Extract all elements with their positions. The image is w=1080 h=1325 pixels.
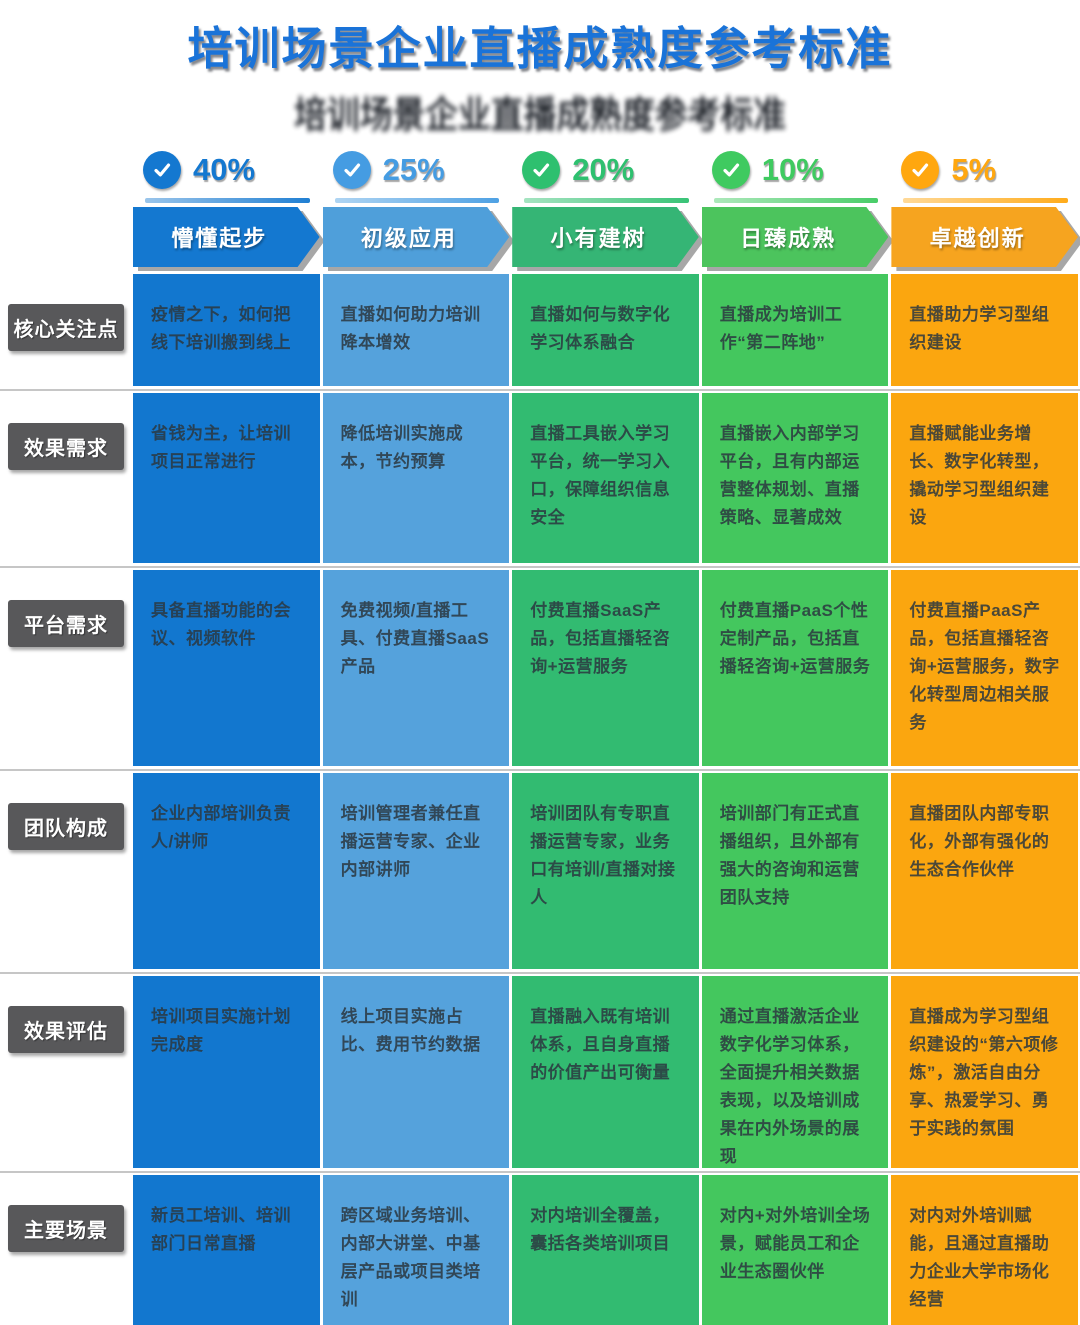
row-label: 平台需求 [8,600,124,647]
stage-header-4: 日臻成熟 [702,207,889,267]
matrix-cell: 对内+对外培训全场景，赋能员工和企业生态圈伙伴 [701,1175,889,1325]
matrix-cell: 新员工培训、培训部门日常直播 [133,1175,320,1325]
matrix-row-effect-needs: 效果需求 省钱为主，让培训项目正常进行 降低培训实施成本，节约预算 直播工具嵌入… [0,393,1080,568]
matrix-cell: 免费视频/直播工具、付费直播SaaS产品 [322,570,510,766]
row-label: 主要场景 [8,1205,124,1252]
weights-row-spacer [2,146,130,203]
matrix-row-platform-needs: 平台需求 具备直播功能的会议、视频软件 免费视频/直播工具、付费直播SaaS产品… [0,570,1080,771]
matrix-cell: 直播如何助力培训降本增效 [322,274,510,386]
weight-badge: 10% [702,146,889,203]
matrix-cell: 跨区域业务培训、内部大讲堂、中基层产品或项目类培训 [322,1175,510,1325]
weight-underline [713,198,879,203]
title-block: 培训场景企业直播成熟度参考标准 培训场景企业直播成熟度参考标准 [0,0,1080,140]
check-circle-icon [522,151,561,189]
weight-value: 5% [951,152,997,187]
matrix-row-main-scenarios: 主要场景 新员工培训、培训部门日常直播 跨区域业务培训、内部大讲堂、中基层产品或… [0,1175,1080,1325]
weight-badge: 20% [512,146,699,203]
weight-underline [334,198,500,203]
matrix-cell: 直播融入既有培训体系，且自身直播的价值产出可衡量 [512,976,699,1168]
check-circle-icon [901,151,940,189]
matrix-cell: 直播工具嵌入学习平台，统一学习入口，保障组织信息安全 [512,393,699,563]
check-circle-icon [332,151,371,189]
matrix-cell: 直播成为培训工作“第二阵地” [701,274,889,386]
stage-header-3: 小有建树 [512,207,699,267]
stages-row-spacer [2,207,130,267]
stage-header-5: 卓越创新 [891,207,1078,267]
title-ghost: 培训场景企业直播成熟度参考标准 [294,95,786,136]
stages-row: 懵懂起步 初级应用 小有建树 日臻成熟 卓越创新 [0,207,1080,267]
matrix-cell: 对内对外培训赋能，且通过直播助力企业大学市场化经营 [891,1175,1078,1325]
matrix-cell: 降低培训实施成本，节约预算 [322,393,510,563]
matrix-cell: 直播成为学习型组织建设的“第六项修炼”，激活自由分享、热爱学习、勇于实践的氛围 [891,976,1078,1168]
matrix-cell: 直播嵌入内部学习平台，且有内部运营整体规划、直播策略、显著成效 [701,393,889,563]
matrix-cell: 培训管理者兼任直播运营专家、企业内部讲师 [322,773,510,969]
weight-badge: 40% [133,146,320,203]
matrix-cell: 疫情之下，如何把线下培训搬到线上 [133,274,320,386]
check-circle-icon [143,151,181,189]
matrix-cell: 省钱为主，让培训项目正常进行 [133,393,320,563]
weight-underline [903,198,1068,203]
weight-badge: 25% [323,146,510,203]
matrix-cell: 线上项目实施占比、费用节约数据 [322,976,510,1168]
matrix-cell: 培训项目实施计划完成度 [133,976,320,1168]
matrix-row-team-composition: 团队构成 企业内部培训负责人/讲师 培训管理者兼任直播运营专家、企业内部讲师 培… [0,773,1080,974]
matrix-cell: 培训部门有正式直播组织，且外部有强大的咨询和运营团队支持 [701,773,889,969]
check-circle-icon [711,151,750,189]
weights-row: 40% 25% 20% [0,146,1080,203]
weight-underline [145,198,310,203]
matrix-cell: 通过直播激活企业数字化学习体系，全面提升相关数据表现，以及培训成果在内外场景的展… [701,976,889,1168]
row-label: 核心关注点 [8,304,124,351]
weight-value: 25% [382,152,445,187]
matrix-row-effect-evaluation: 效果评估 培训项目实施计划完成度 线上项目实施占比、费用节约数据 直播融入既有培… [0,976,1080,1173]
weight-value: 40% [193,152,256,187]
matrix-cell: 付费直播SaaS产品，包括直播轻咨询+运营服务 [512,570,699,766]
row-label: 效果评估 [8,1006,124,1053]
matrix-cell: 企业内部培训负责人/讲师 [133,773,320,969]
stage-header-1: 懵懂起步 [133,207,320,267]
matrix-cell: 具备直播功能的会议、视频软件 [133,570,320,766]
stage-header-2: 初级应用 [323,207,510,267]
weight-value: 10% [761,152,824,187]
row-label: 效果需求 [8,423,124,470]
matrix-cell: 直播团队内部专职化，外部有强化的生态合作伙伴 [891,773,1078,969]
matrix-cell: 付费直播PaaS产品，包括直播轻咨询+运营服务，数字化转型周边相关服务 [891,570,1078,766]
row-label: 团队构成 [8,803,124,850]
matrix-cell: 直播助力学习型组织建设 [891,274,1078,386]
matrix-cell: 对内培训全覆盖，囊括各类培训项目 [512,1175,699,1325]
matrix-cell: 培训团队有专职直播运营专家，业务口有培训/直播对接人 [512,773,699,969]
weight-value: 20% [572,152,635,187]
matrix-cell: 付费直播PaaS个性定制产品，包括直播轻咨询+运营服务 [701,570,889,766]
weight-badge: 5% [891,146,1078,203]
matrix-cell: 直播如何与数字化学习体系融合 [512,274,699,386]
matrix-row-core-focus: 核心关注点 疫情之下，如何把线下培训搬到线上 直播如何助力培训降本增效 直播如何… [0,274,1080,391]
weight-underline [524,198,689,203]
matrix-cell: 直播赋能业务增长、数字化转型，撬动学习型组织建设 [891,393,1078,563]
page-title: 培训场景企业直播成熟度参考标准 [187,23,893,74]
